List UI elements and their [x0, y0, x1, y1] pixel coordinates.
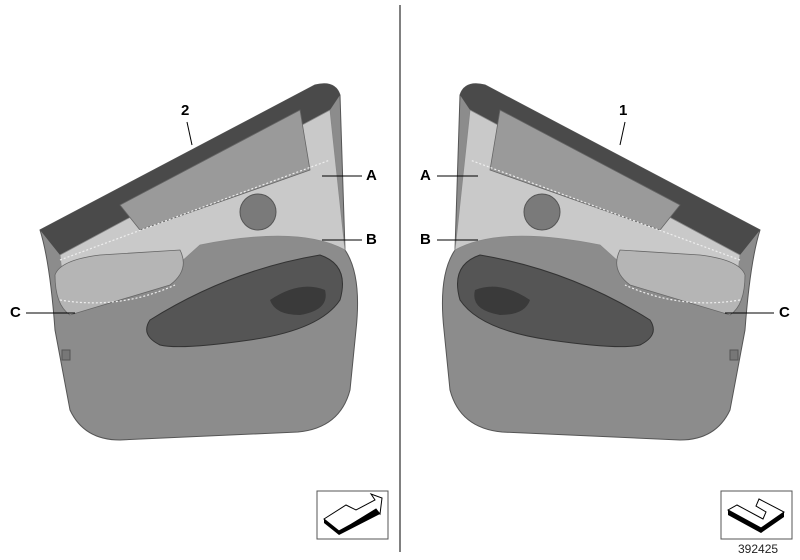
left-door-trim-panel [39, 83, 359, 441]
callout-part-2: 2 [181, 102, 190, 119]
direction-arrow-left-side-icon [316, 490, 389, 540]
callout-left-a: A [366, 167, 377, 184]
callout-part-1: 1 [619, 102, 628, 119]
right-door-trim-panel [441, 83, 761, 441]
callout-right-c: C [779, 304, 790, 321]
callout-right-a: A [420, 167, 431, 184]
callout-left-c: C [10, 304, 21, 321]
callout-left-b: B [366, 231, 377, 248]
reference-number: 392425 [738, 542, 779, 556]
direction-arrow-right-side-icon [720, 490, 793, 540]
leader-lines [26, 121, 774, 314]
callout-right-b: B [420, 231, 431, 248]
